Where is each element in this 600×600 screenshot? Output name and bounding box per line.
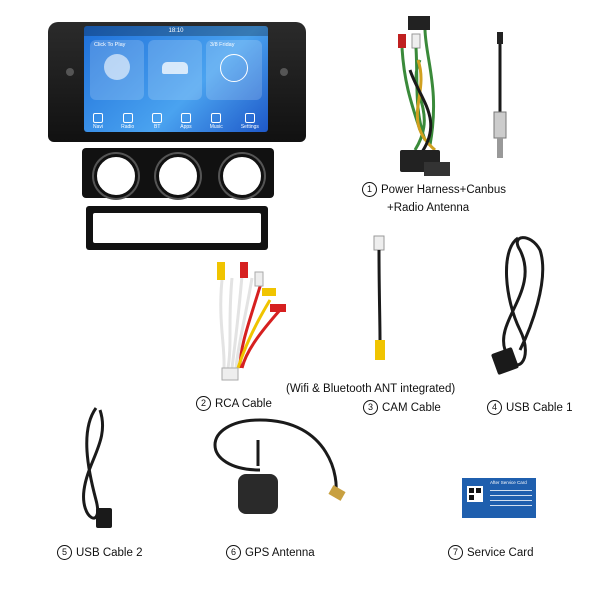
service-card-header: After Service Card — [490, 480, 527, 485]
item-label-7: 7 Service Card — [448, 545, 533, 560]
item-number-4: 4 — [487, 400, 502, 415]
service-card: After Service Card — [462, 478, 536, 518]
item-label-4: 4 USB Cable 1 — [487, 400, 572, 415]
item-label-2: 2 RCA Cable — [196, 396, 272, 411]
item-name-5: USB Cable 2 — [76, 546, 143, 559]
dock-settings: Settings — [241, 112, 259, 130]
status-time: 18:10 — [168, 28, 184, 34]
apps-icon — [180, 112, 191, 123]
car-icon — [162, 62, 188, 74]
cam-cable-illustration — [373, 235, 385, 360]
item-label-1: 1 Power Harness+Canbus — [362, 182, 506, 197]
climate-ring-center — [156, 154, 200, 198]
dock-bt: BT — [152, 112, 163, 130]
app-dock: Navi Radio BT Apps Music Settings — [84, 110, 268, 132]
item-number-5: 5 — [57, 545, 72, 560]
radio-icon — [122, 112, 133, 123]
music-widget: Click To Play — [90, 40, 144, 100]
antenna-annotation: (Wifi & Bluetooth ANT integrated) — [286, 383, 456, 395]
item-number-6: 6 — [226, 545, 241, 560]
item-label-3: 3 CAM Cable — [363, 400, 441, 415]
dock-music: Music — [210, 112, 223, 130]
item-name-4: USB Cable 1 — [506, 401, 573, 414]
item-name-7: Service Card — [467, 546, 534, 559]
climate-ring-right — [220, 154, 264, 198]
item-number-2: 2 — [196, 396, 211, 411]
dock-apps: Apps — [180, 112, 192, 130]
gps-antenna-illustration — [213, 418, 346, 514]
navi-icon — [93, 112, 104, 123]
clock-widget: 3/8 Friday — [206, 40, 262, 100]
item-number-7: 7 — [448, 545, 463, 560]
album-art-icon — [104, 54, 130, 80]
item-number-1: 1 — [362, 182, 377, 197]
bluetooth-icon — [152, 112, 163, 123]
trim-frame — [86, 206, 268, 250]
item-number-3: 3 — [363, 400, 378, 415]
item-name-3: CAM Cable — [382, 401, 441, 414]
head-unit-screen: 18:10 Click To Play 3/8 Friday Navi Radi… — [84, 26, 268, 132]
item-label-5: 5 USB Cable 2 — [57, 545, 142, 560]
qr-code-icon — [467, 486, 483, 502]
status-bar: 18:10 — [84, 26, 268, 36]
rca-cable-illustration — [217, 262, 286, 381]
usb-cable-2-illustration — [82, 407, 112, 528]
music-icon — [211, 112, 222, 123]
item-name-2: RCA Cable — [215, 397, 272, 410]
climate-control-panel — [82, 148, 274, 198]
dock-radio: Radio — [121, 112, 134, 130]
item-label-6: 6 GPS Antenna — [226, 545, 315, 560]
dock-navi: Navi — [93, 112, 104, 130]
clock-icon — [220, 54, 248, 82]
mount-screw-left — [66, 68, 74, 76]
climate-ring-left — [94, 154, 138, 198]
mount-screw-right — [280, 68, 288, 76]
settings-icon — [244, 112, 255, 123]
item-name-1-line2: +Radio Antenna — [387, 202, 470, 214]
usb-cable-1-illustration — [491, 236, 545, 375]
power-harness-illustration — [398, 16, 507, 176]
car-widget — [148, 40, 202, 100]
item-name-1: Power Harness+Canbus — [381, 183, 506, 196]
item-name-6: GPS Antenna — [245, 546, 315, 559]
